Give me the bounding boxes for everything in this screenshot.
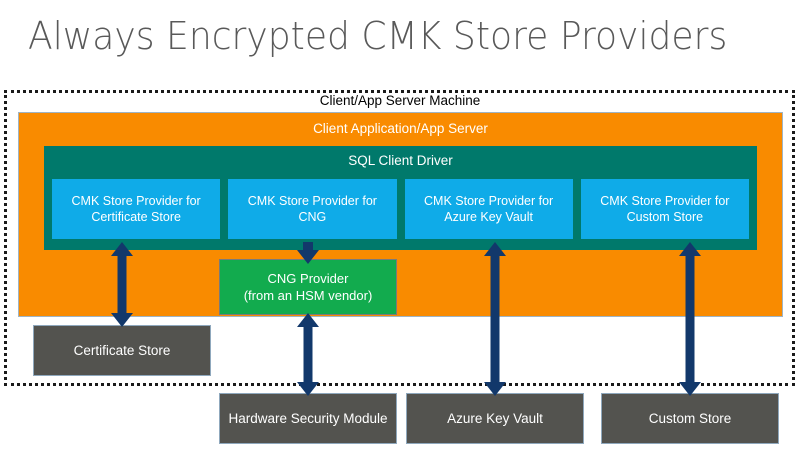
client-application-label: Client Application/App Server (313, 121, 488, 136)
sql-client-driver-box: SQL Client Driver CMK Store Provider for… (44, 146, 757, 250)
sql-client-driver-label: SQL Client Driver (348, 153, 453, 168)
cng-provider-box[interactable]: CNG Provider (from an HSM vendor) (219, 259, 397, 315)
page-title: Always Encrypted CMK Store Providers (28, 14, 728, 58)
cng-provider-label-line1: CNG Provider (267, 271, 349, 286)
arrow-certificate-store (106, 242, 138, 327)
machine-boundary-label: Client/App Server Machine (319, 93, 481, 108)
client-app-server-machine-boundary (4, 90, 795, 386)
arrow-azure-key-vault (479, 242, 511, 396)
custom-store-box[interactable]: Custom Store (601, 393, 779, 444)
cmk-store-provider-certificate-store[interactable]: CMK Store Provider for Certificate Store (52, 179, 221, 239)
arrow-custom-store (674, 242, 706, 396)
certificate-store-box[interactable]: Certificate Store (33, 325, 211, 376)
cmk-store-provider-azure-key-vault[interactable]: CMK Store Provider for Azure Key Vault (404, 179, 573, 239)
arrow-hardware-security-module (292, 313, 324, 396)
cmk-store-provider-cng[interactable]: CMK Store Provider for CNG (228, 179, 397, 239)
client-application-container: Client Application/App Server SQL Client… (18, 112, 783, 317)
cmk-store-provider-custom-store[interactable]: CMK Store Provider for Custom Store (580, 179, 749, 239)
azure-key-vault-box[interactable]: Azure Key Vault (406, 393, 584, 444)
arrow-cng-provider-down (292, 242, 324, 264)
cng-provider-label-line2: (from an HSM vendor) (243, 288, 373, 303)
hardware-security-module-box[interactable]: Hardware Security Module (219, 393, 397, 444)
cmk-store-provider-row: CMK Store Provider for Certificate Store… (52, 179, 749, 239)
